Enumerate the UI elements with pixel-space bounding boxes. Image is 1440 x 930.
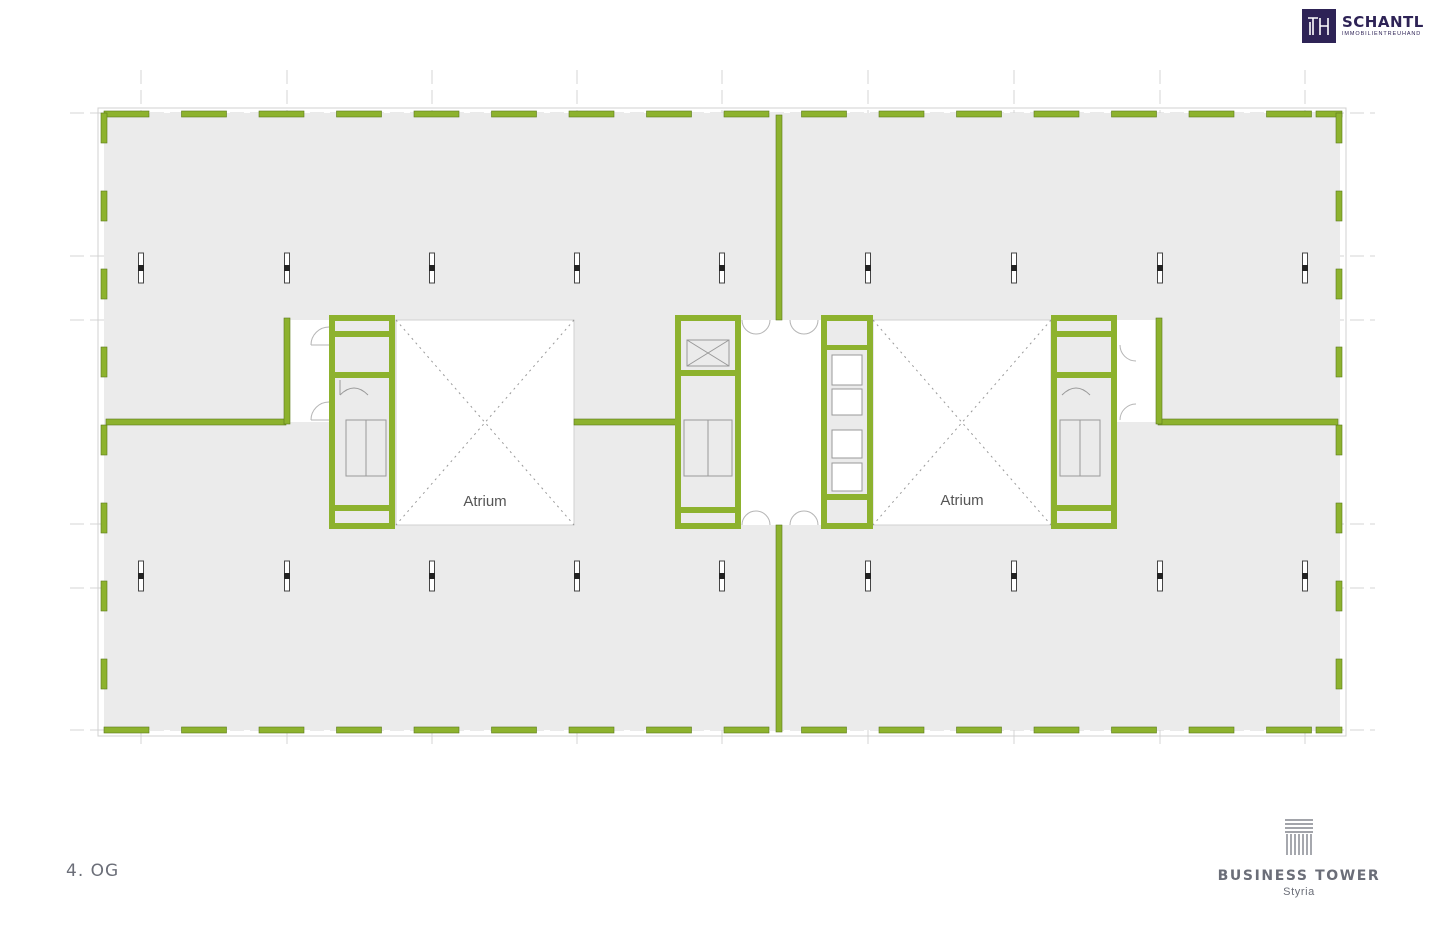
core-left-stair — [329, 315, 395, 529]
facade-segment — [491, 726, 537, 734]
facade-segment — [100, 190, 108, 222]
column — [283, 560, 291, 592]
facade-segment — [100, 346, 108, 378]
facade-segment — [646, 110, 692, 118]
facade-segment — [1033, 110, 1080, 118]
facade-segment — [1111, 726, 1157, 734]
company-subtitle: IMMOBILIENTREUHAND — [1342, 31, 1422, 37]
interior-walls — [105, 114, 1339, 733]
facade-segment — [413, 726, 460, 734]
facade-segment — [336, 726, 382, 734]
company-name: SCHANTL — [1342, 13, 1424, 31]
facade-segment — [1033, 726, 1080, 734]
central-corridor — [740, 320, 822, 525]
column — [1156, 252, 1164, 284]
facade-segment — [1335, 112, 1343, 144]
facade-segment — [878, 726, 925, 734]
core-center-right — [821, 315, 873, 529]
logo-mark-icon — [1302, 9, 1336, 43]
facade-segment — [413, 110, 460, 118]
facade-segment — [100, 268, 108, 300]
atrium-right-label: Atrium — [940, 492, 983, 509]
facade-segment — [1315, 726, 1343, 734]
facade-segment — [1266, 726, 1312, 734]
facade-walls — [100, 110, 1343, 734]
lobby-right — [1116, 320, 1158, 422]
column — [283, 252, 291, 284]
column — [1301, 252, 1309, 284]
facade-segment — [258, 726, 305, 734]
column — [1010, 560, 1018, 592]
atrium-left: Atrium — [395, 319, 575, 526]
facade-segment — [1335, 580, 1343, 612]
facade-segment — [1335, 502, 1343, 534]
company-logo: SCHANTL IMMOBILIENTREUHAND — [1302, 9, 1424, 43]
door-swings — [310, 319, 1137, 526]
facade-segment — [568, 110, 615, 118]
facade-segment — [723, 110, 770, 118]
facade-segment — [956, 110, 1002, 118]
atrium-right: Atrium — [872, 319, 1052, 526]
facade-segment — [181, 726, 227, 734]
facade-segment — [258, 110, 305, 118]
core-center-left — [675, 315, 741, 529]
facade-segment — [801, 110, 847, 118]
facade-segment — [646, 726, 692, 734]
facade-segment — [100, 658, 108, 690]
column — [718, 560, 726, 592]
facade-segment — [723, 726, 770, 734]
column — [1301, 560, 1309, 592]
facade-segment — [1188, 110, 1235, 118]
facade-segment — [1335, 190, 1343, 222]
facade-segment — [1111, 110, 1157, 118]
facade-segment — [568, 726, 615, 734]
facade-segment — [878, 110, 925, 118]
facade-segment — [1335, 424, 1343, 456]
core-right-stair — [1051, 315, 1117, 529]
facade-segment — [181, 110, 227, 118]
facade-segment — [956, 726, 1002, 734]
brand-subtitle: Styria — [1283, 886, 1315, 898]
column — [428, 560, 436, 592]
tower-icon — [1214, 817, 1384, 862]
brand-name: BUSINESS TOWER — [1217, 868, 1381, 884]
facade-segment — [103, 726, 150, 734]
facade-segment — [491, 110, 537, 118]
column — [1010, 252, 1018, 284]
facade-segment — [336, 110, 382, 118]
facade-segment — [1335, 268, 1343, 300]
atrium-left-label: Atrium — [463, 493, 506, 510]
facade-segment — [103, 110, 150, 118]
column — [137, 560, 145, 592]
floor-label: 4. OG — [66, 861, 120, 881]
facade-segment — [1266, 110, 1312, 118]
column — [428, 252, 436, 284]
column — [573, 252, 581, 284]
column — [718, 252, 726, 284]
column — [864, 252, 872, 284]
facade-segment — [1335, 658, 1343, 690]
column — [573, 560, 581, 592]
facade-segment — [1335, 346, 1343, 378]
facade-segment — [100, 112, 108, 144]
facade-segment — [100, 580, 108, 612]
facade-segment — [100, 502, 108, 534]
column — [137, 252, 145, 284]
column — [1156, 560, 1164, 592]
column — [864, 560, 872, 592]
brand-block: BUSINESS TOWER Styria — [1214, 817, 1384, 898]
facade-segment — [1188, 726, 1235, 734]
lobby-left — [288, 320, 332, 422]
facade-segment — [100, 424, 108, 456]
building-outline — [97, 107, 1347, 737]
facade-segment — [801, 726, 847, 734]
